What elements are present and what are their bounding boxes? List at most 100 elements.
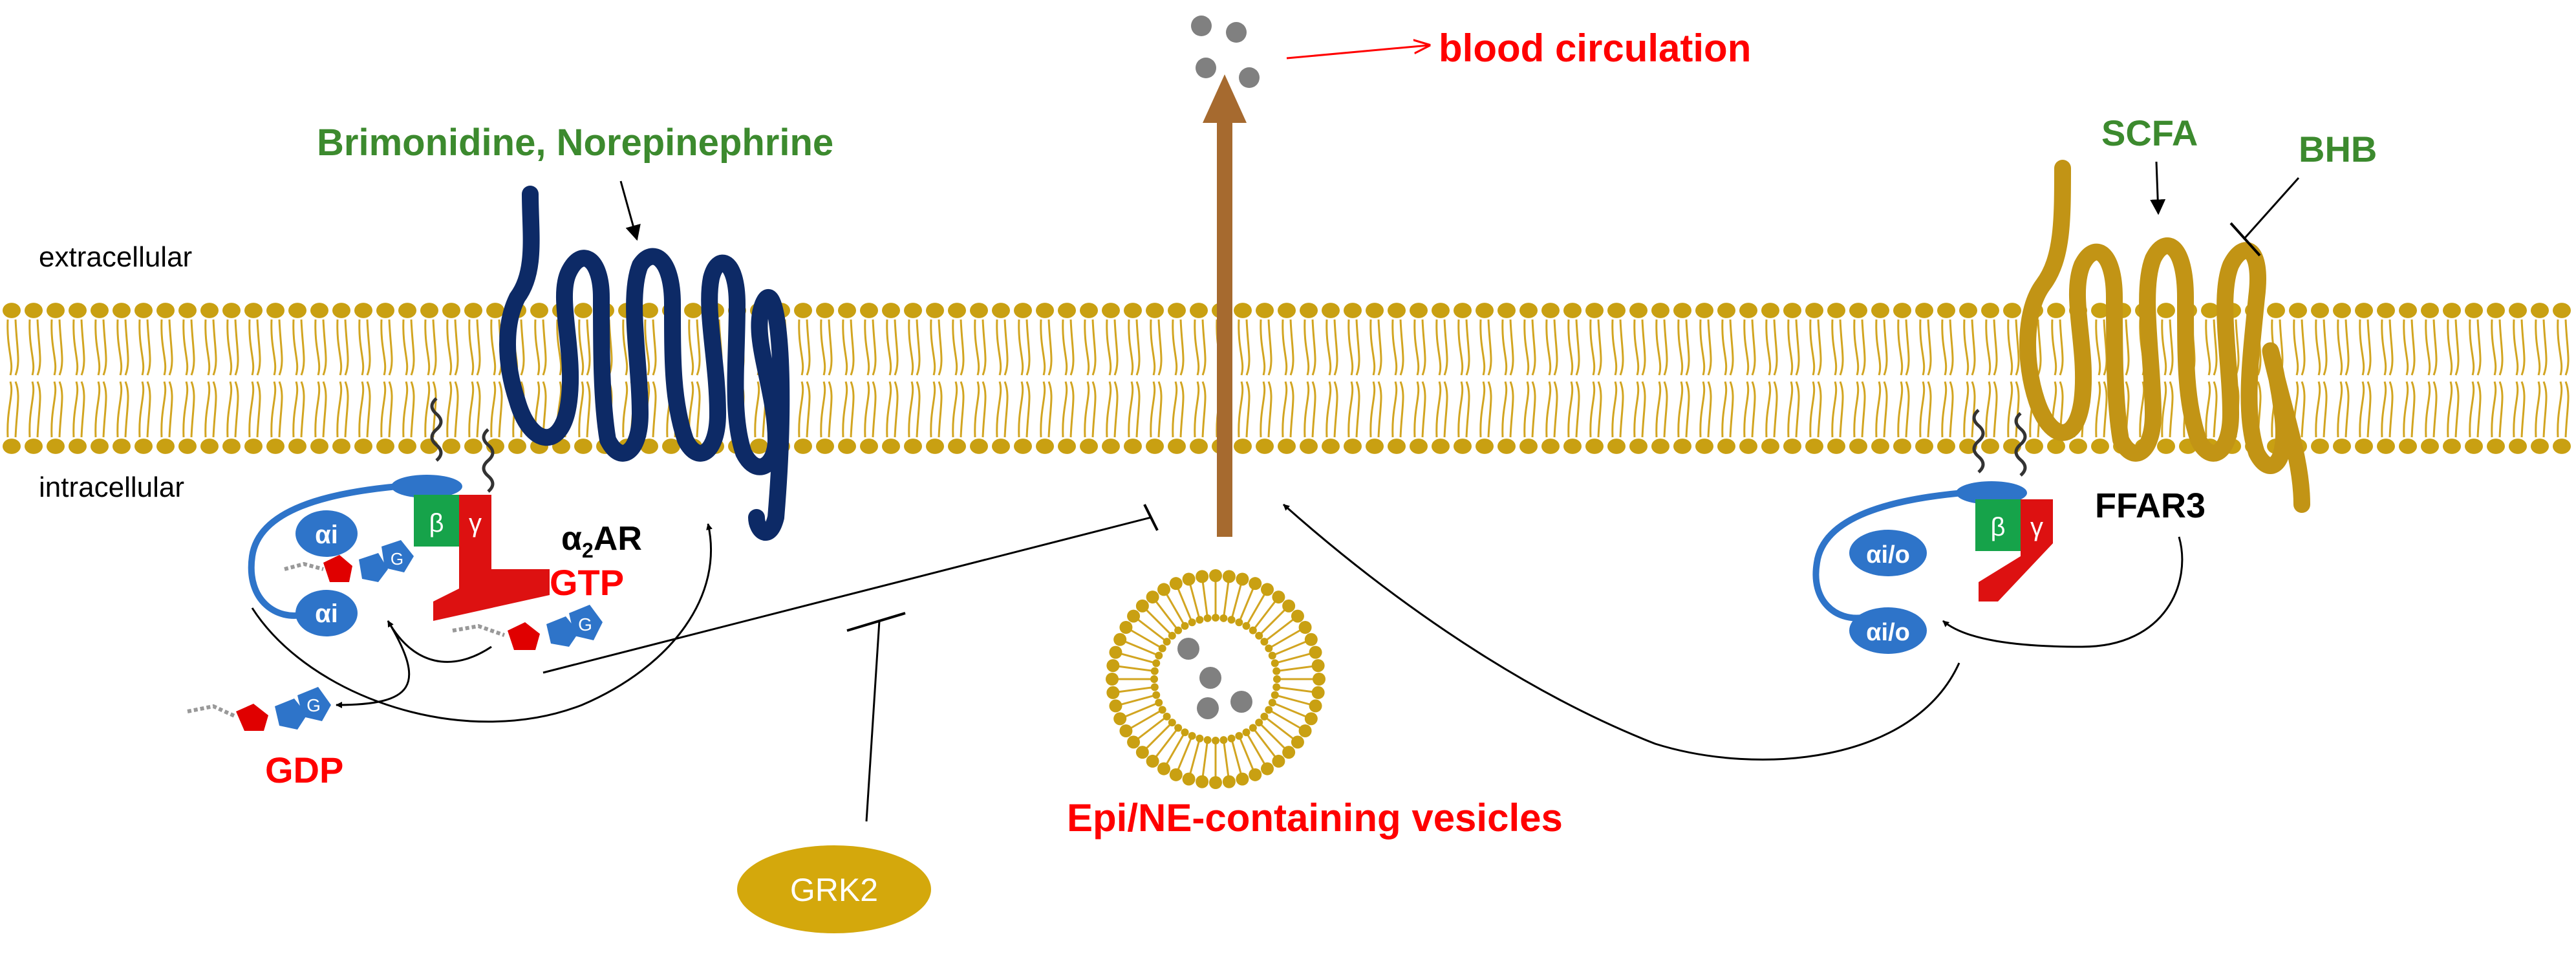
lipid-head <box>2355 439 2373 454</box>
lipid-head <box>794 303 812 318</box>
lipid-head <box>1168 303 1186 318</box>
vesicle-lipid-tail <box>1238 735 1256 775</box>
lipid-head <box>420 303 438 318</box>
lipid-head <box>91 303 109 318</box>
vesicle-lipid-head-inner <box>1271 659 1279 667</box>
vesicle-lipid-head-inner <box>1150 675 1158 683</box>
lipid-tail <box>2447 319 2460 438</box>
beta-subunit-right <box>1975 499 2021 551</box>
lipid-head <box>640 439 658 454</box>
vesicle-lipid-head-inner <box>1152 659 1161 667</box>
lipid-head <box>2421 439 2439 454</box>
lipid-head <box>464 303 482 318</box>
vesicle-lipid-head <box>1157 762 1170 775</box>
lipid-head <box>113 439 131 454</box>
lipid-head <box>1278 303 1296 318</box>
vesicle-lipid-head-inner <box>1272 667 1281 675</box>
vesicle-lipid-head <box>1291 609 1304 623</box>
vesicle-lipid-head <box>1249 768 1262 781</box>
lipid-tail <box>138 319 151 438</box>
lipid-head <box>1519 439 1538 454</box>
vesicle-lipid-tail <box>1268 709 1306 732</box>
lipid-head <box>376 439 394 454</box>
lipid-head <box>948 303 966 318</box>
lipid-head <box>134 303 153 318</box>
gdp-bound-molecule: G <box>284 540 414 582</box>
lipid-tail <box>468 319 481 438</box>
lipid-head <box>1036 303 1054 318</box>
bhb-label: BHB <box>2299 129 2377 169</box>
vesicle-lipid-tail <box>1141 605 1173 636</box>
lipid-head <box>2399 303 2417 318</box>
lipid-tail <box>1457 319 1470 438</box>
lipid-tail <box>402 319 415 438</box>
lipid-head <box>882 303 900 318</box>
lipid-tail <box>94 319 107 438</box>
lipid-tail <box>2359 319 2372 438</box>
lipid-head <box>310 439 328 454</box>
vesicle-lipid-head-inner <box>1212 737 1219 744</box>
lipid-head <box>1585 303 1604 318</box>
lipid-head <box>464 439 482 454</box>
lipid-head <box>244 439 263 454</box>
lipid-head <box>288 303 306 318</box>
lipid-head <box>904 439 922 454</box>
lipid-head <box>1234 303 1252 318</box>
lipid-tail <box>1545 319 1558 438</box>
lipid-head <box>398 303 416 318</box>
lipid-head <box>2289 303 2307 318</box>
vesicle-lipid-tail <box>1113 664 1155 673</box>
vesicle-lipid-head-inner <box>1158 706 1166 714</box>
ligand-arrow-left <box>619 180 641 241</box>
vesicle-lipid-head-inner <box>1203 614 1212 622</box>
vesicle-lipid-tail <box>1222 739 1230 782</box>
lipid-tail <box>1699 319 1712 438</box>
vesicle-lipid-head <box>1169 768 1183 781</box>
lipid-head <box>904 303 922 318</box>
lipid-tail <box>1941 319 1954 438</box>
lipid-tail <box>578 319 591 438</box>
alpha-io-label-2: αi/o <box>1866 619 1910 646</box>
grk2-inhibition-bar <box>846 612 906 632</box>
lipid-anchor-2 <box>482 428 495 493</box>
lipid-tail <box>2513 319 2526 438</box>
lipid-tail <box>314 319 327 438</box>
vesicle-lipid-head-inner <box>1181 622 1189 630</box>
lipid-head <box>266 439 284 454</box>
vesicle-lipid-head <box>1313 673 1326 686</box>
lipid-head <box>2553 439 2571 454</box>
lipid-head <box>244 303 263 318</box>
lipid-tail <box>1567 319 1580 438</box>
lipid-head <box>1849 439 1867 454</box>
lipid-head <box>970 303 988 318</box>
g-label-2: G <box>578 614 592 634</box>
lipid-head <box>1146 439 1164 454</box>
vesicle-lipid-head-inner <box>1155 699 1163 707</box>
lipid-head <box>3 303 21 318</box>
vesicle-lipid-tail <box>1258 605 1290 636</box>
vesicle-lipid-head <box>1127 735 1141 749</box>
vesicle-lipid-head <box>1272 591 1285 604</box>
vesicle-lipid-head <box>1113 633 1127 646</box>
vesicle-lipid-head-inner <box>1219 614 1228 622</box>
vesicle-lipid-head <box>1298 621 1312 634</box>
lipid-head <box>288 439 306 454</box>
lipid-head <box>1124 303 1142 318</box>
lipid-head <box>508 439 526 454</box>
lipid-tail <box>1655 319 1668 438</box>
vesicle-lipid-tail <box>1258 722 1290 753</box>
lipid-tail <box>2469 319 2482 438</box>
vesicle-lipid-head <box>1106 673 1119 686</box>
blood-arrow <box>1286 45 1429 60</box>
lipid-head <box>2091 303 2109 318</box>
vesicle-lipid-head-inner <box>1150 683 1159 691</box>
inhibition-alpha-to-release <box>542 516 1152 674</box>
lipid-head <box>398 439 416 454</box>
lipid-head <box>1300 303 1318 318</box>
lipid-head <box>1234 439 1252 454</box>
vesicle-lipid-head <box>1222 570 1236 583</box>
lipid-tail <box>1062 319 1075 438</box>
vesicle-lipid-tail <box>1152 727 1179 762</box>
lipid-tail <box>2315 319 2328 438</box>
lipid-head <box>1761 303 1779 318</box>
